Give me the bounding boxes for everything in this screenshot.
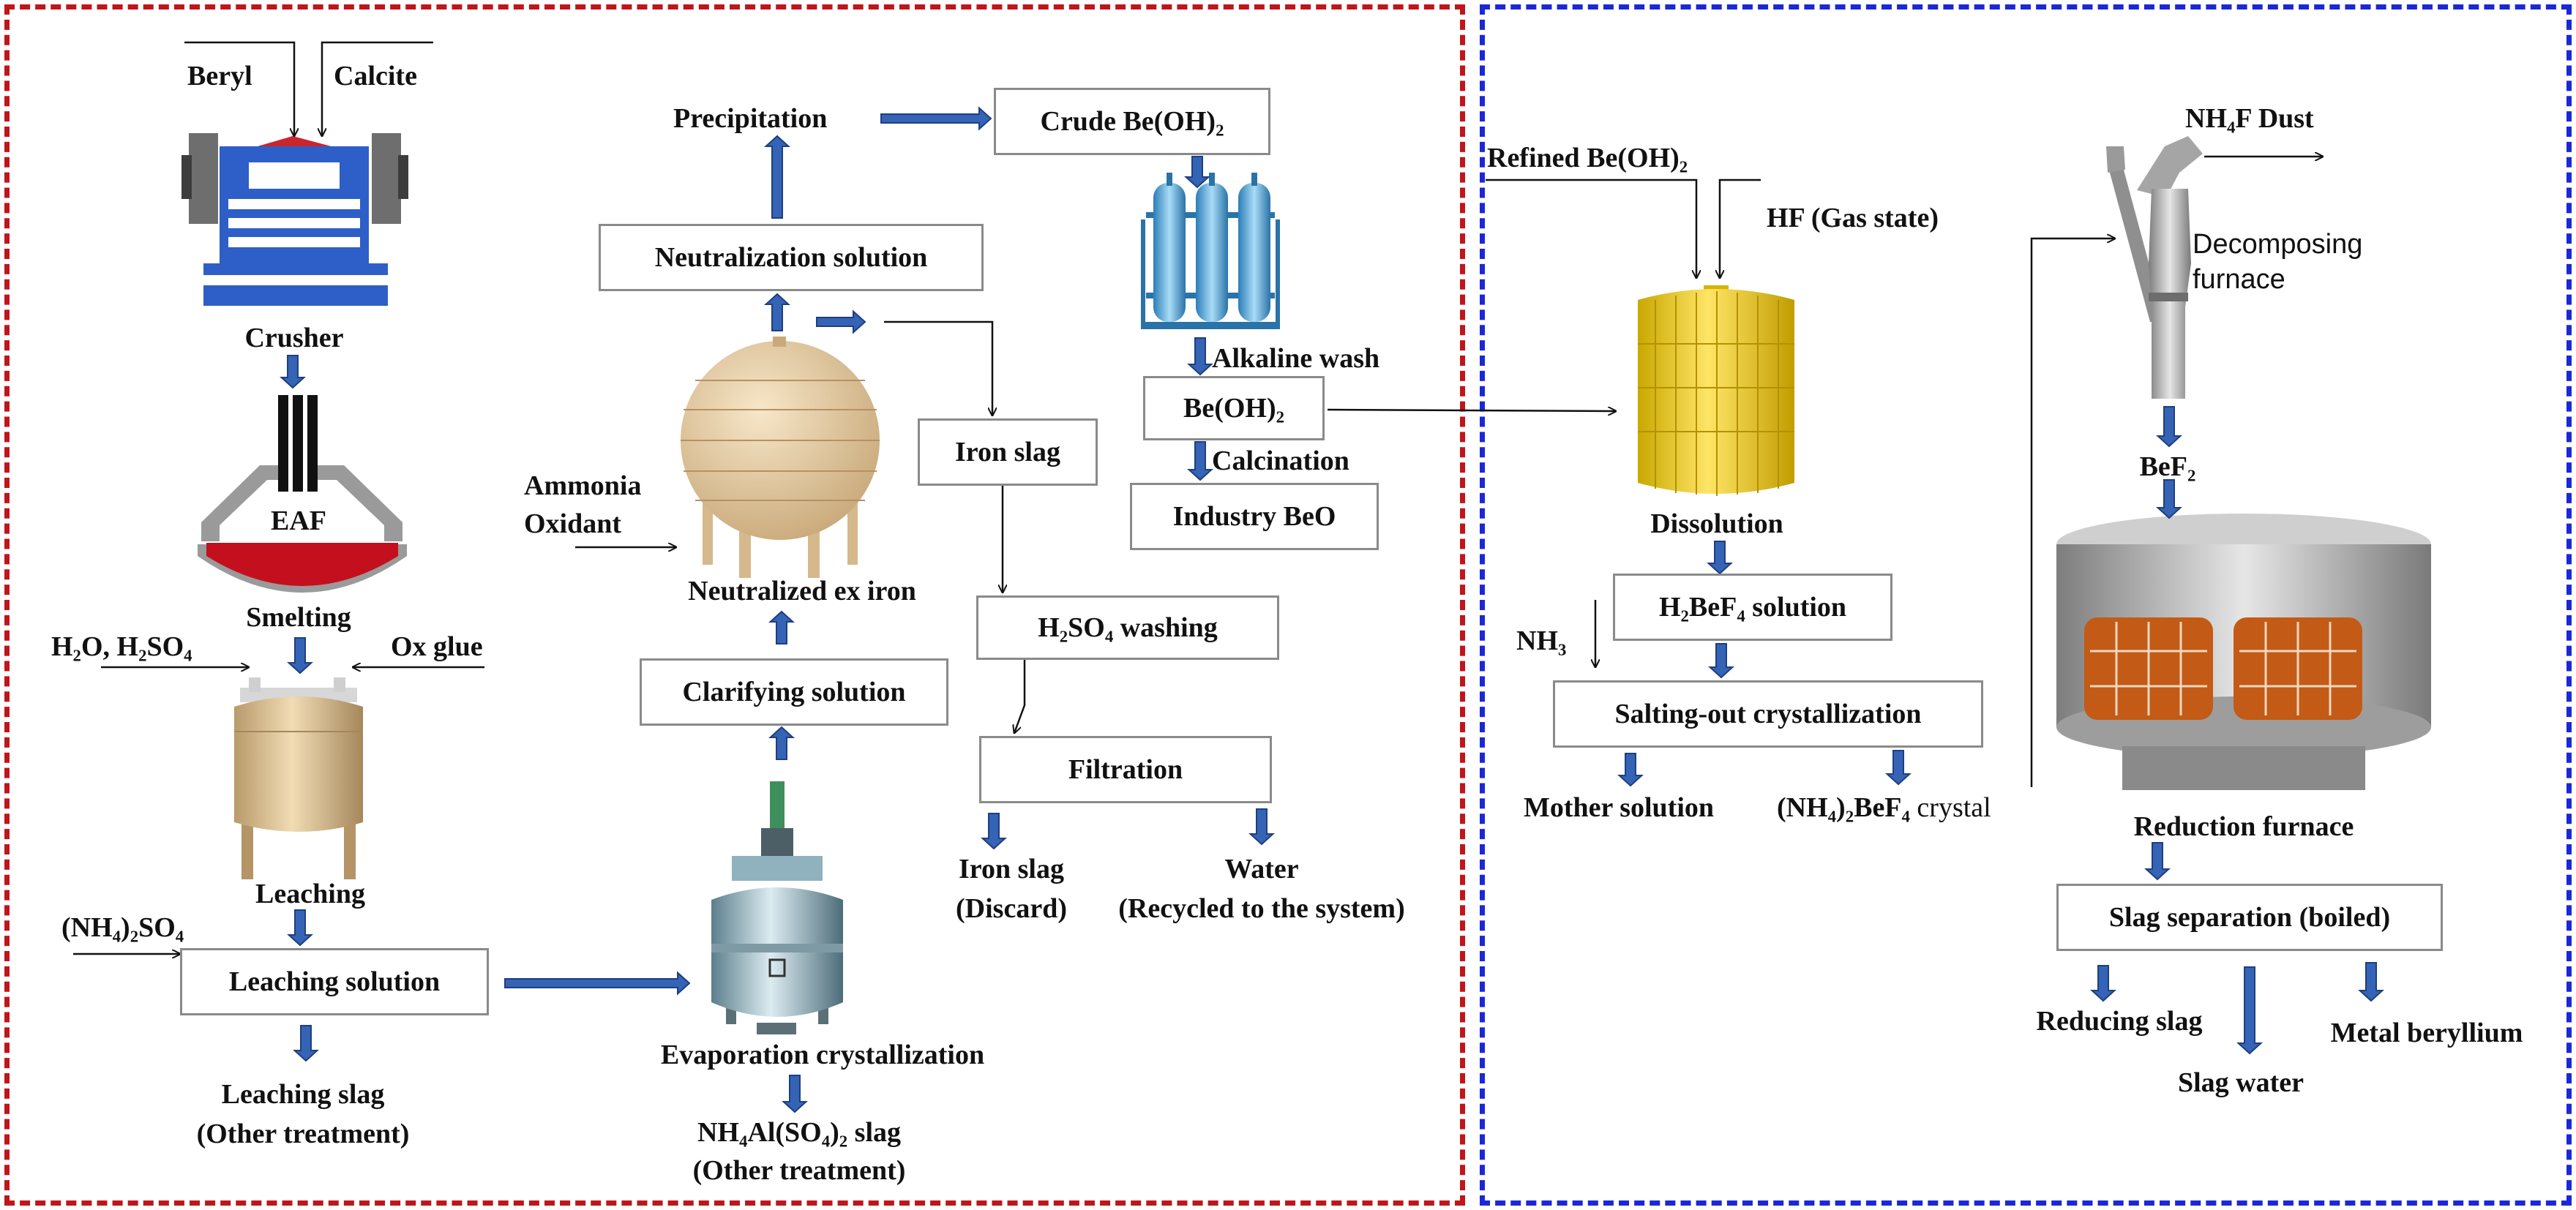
spherical-neutralizer-icon xyxy=(681,337,880,578)
block-arrow-15 xyxy=(981,813,1007,850)
label-evaporation-crystallization: Evaporation crystallization xyxy=(660,1040,985,1070)
box-iron-slag: Iron slag xyxy=(918,418,1098,486)
block-arrow-12 xyxy=(1184,156,1210,189)
box-crude-beoh2: Crude Be(OH)₂ xyxy=(994,88,1270,155)
block-arrow-1 xyxy=(280,355,306,389)
input-nh3: NH₃ xyxy=(1516,625,1567,656)
box-salting-out-crystallization: Salting-out crystallization xyxy=(1553,680,1983,748)
input-ammonium-sulfate: (NH₄)₂SO₄ xyxy=(61,912,184,943)
label-crusher: Crusher xyxy=(244,323,344,353)
leaching-tank-icon xyxy=(234,677,363,879)
label-leaching: Leaching xyxy=(255,879,365,909)
block-arrow-5 xyxy=(504,971,691,996)
block-arrow-10 xyxy=(764,135,790,219)
output-slag-water: Slag water xyxy=(2177,1067,2304,1098)
output-iron-slag: Iron slag xyxy=(959,854,1064,884)
output-alum-slag-note: (Other treatment) xyxy=(692,1155,906,1186)
block-arrow-17 xyxy=(782,1075,808,1113)
input-ox-glue: Ox glue xyxy=(391,631,483,662)
left-panel-beo-process xyxy=(4,4,1465,1206)
block-arrow-26 xyxy=(2236,966,2263,1055)
output-iron-slag-note: (Discard) xyxy=(956,893,1067,924)
box-neutralization-solution: Neutralization solution xyxy=(599,224,984,291)
decomposing-furnace-icon xyxy=(2106,136,2203,399)
input-h2o-h2so4: H₂O, H₂SO₄ xyxy=(51,631,192,662)
box-filtration: Filtration xyxy=(979,736,1272,803)
box-h2so4-washing: H₂SO₄ washing xyxy=(976,595,1279,660)
block-arrow-22 xyxy=(2156,406,2182,448)
input-refined-beoh2: Refined Be(OH)₂ xyxy=(1487,143,1688,173)
output-nh4f-dust: NH₄F Dust xyxy=(2185,103,2314,134)
block-arrow-16 xyxy=(1248,808,1275,846)
label-smelting: Smelting xyxy=(246,602,351,633)
block-arrow-23 xyxy=(2156,479,2182,519)
block-arrow-14 xyxy=(1187,441,1213,481)
label-eaf: EAF xyxy=(271,506,326,536)
label-bef2: BeF₂ xyxy=(2139,451,2196,482)
crystal-formula: (NH₄)₂BeF₄ xyxy=(1777,792,1910,823)
input-hf-gas: HF (Gas state) xyxy=(1767,203,1939,233)
box-clarifying-solution: Clarifying solution xyxy=(640,658,948,726)
block-arrow-20 xyxy=(1617,753,1644,787)
box-leaching-solution: Leaching solution xyxy=(180,948,489,1015)
box-slag-separation: Slag separation (boiled) xyxy=(2056,884,2443,951)
block-arrow-13 xyxy=(1187,337,1213,376)
label-decomposing: Decomposing xyxy=(2193,229,2363,260)
box-industry-beo: Industry BeO xyxy=(1130,483,1379,550)
block-arrow-7 xyxy=(768,610,795,645)
block-arrow-27 xyxy=(2358,962,2384,1002)
reduction-furnace-icon xyxy=(2056,514,2431,790)
box-h2bef4-solution: H₂BeF₄ solution xyxy=(1613,574,1892,641)
output-alum-slag: NH₄Al(SO₄)₂ slag xyxy=(697,1117,902,1148)
output-metal-beryllium: Metal beryllium xyxy=(2330,1018,2523,1048)
eaf-icon xyxy=(198,395,407,593)
block-arrow-8 xyxy=(764,293,790,331)
block-arrow-24 xyxy=(2144,842,2171,881)
block-arrow-2 xyxy=(287,637,313,674)
dissolution-tank-icon xyxy=(1638,285,1794,496)
label-neutralized-ex-iron: Neutralized ex iron xyxy=(688,576,916,606)
input-oxidant: Oxidant xyxy=(524,508,622,539)
block-arrow-6 xyxy=(768,726,795,760)
label-precipitation: Precipitation xyxy=(673,103,828,134)
label-calcination: Calcination xyxy=(1212,446,1349,476)
crusher-icon xyxy=(181,133,408,306)
block-arrows xyxy=(280,106,2384,1113)
output-reducing-slag: Reducing slag xyxy=(2036,1006,2203,1037)
input-beryl: Beryl xyxy=(187,61,252,91)
label-furnace: furnace xyxy=(2193,264,2285,295)
block-arrow-11 xyxy=(880,106,992,131)
block-arrow-3 xyxy=(287,909,313,947)
crystal-word: crystal xyxy=(1909,792,1991,823)
label-reduction-furnace: Reduction furnace xyxy=(2133,811,2354,842)
output-water: Water xyxy=(1224,854,1299,884)
block-arrow-21 xyxy=(1885,750,1912,786)
input-ammonia: Ammonia xyxy=(524,470,642,501)
block-arrow-18 xyxy=(1707,541,1733,575)
box-beoh2: Be(OH)₂ xyxy=(1143,376,1325,440)
evaporation-reactor-icon xyxy=(711,781,843,1034)
output-leaching-slag-note: (Other treatment) xyxy=(196,1119,410,1149)
output-water-note: (Recycled to the system) xyxy=(1118,893,1405,924)
block-arrow-19 xyxy=(1708,643,1734,679)
right-panel-be-metal-process xyxy=(1480,4,2572,1206)
label-dissolution: Dissolution xyxy=(1650,508,1783,539)
block-arrow-9 xyxy=(816,309,866,334)
output-leaching-slag: Leaching slag xyxy=(221,1079,385,1110)
input-calcite: Calcite xyxy=(334,61,417,91)
alkaline-wash-tanks-icon xyxy=(1141,173,1280,329)
output-mother-solution: Mother solution xyxy=(1524,792,1715,823)
flow-lines xyxy=(73,41,2323,954)
block-arrow-4 xyxy=(293,1025,319,1062)
block-arrow-25 xyxy=(2090,965,2116,1002)
output-nh4-2bef4-crystal: (NH₄)₂BeF₄ crystal xyxy=(1777,792,1991,824)
label-alkaline-wash: Alkaline wash xyxy=(1212,343,1380,374)
